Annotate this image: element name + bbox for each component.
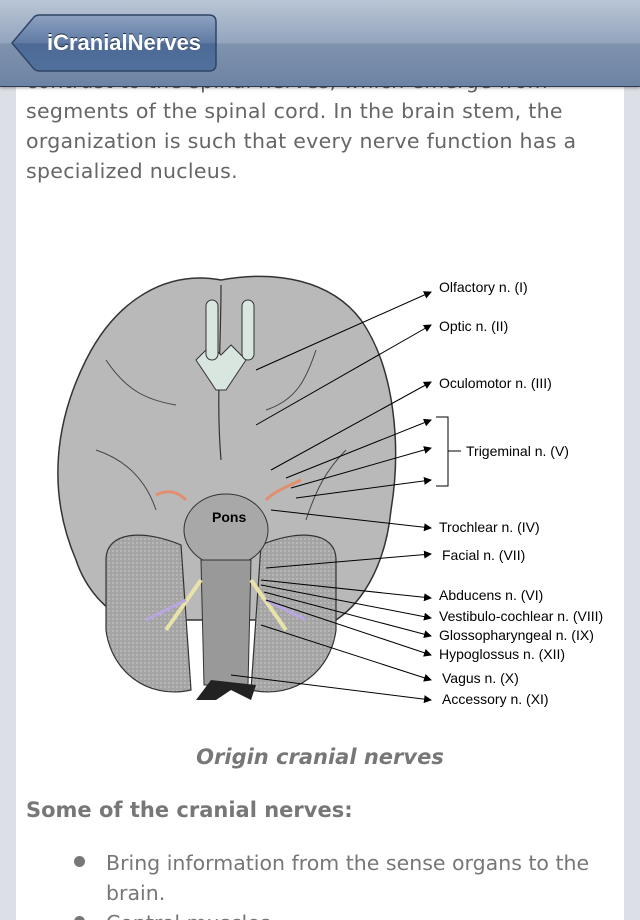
label-abducens: Abducens n. (VI) [439, 587, 543, 603]
back-button[interactable]: iCranialNerves [10, 14, 217, 72]
label-facial: Facial n. (VII) [442, 547, 525, 563]
back-button-shape [11, 14, 217, 72]
leader-lines [230, 291, 432, 704]
pons-label: Pons [212, 509, 246, 525]
label-optic: Optic n. (II) [439, 318, 508, 334]
right-gutter [624, 0, 640, 920]
list-item: Control muscles. [16, 908, 624, 920]
label-trigeminal: Trigeminal n. (V) [466, 443, 569, 459]
cranial-nerves-diagram: Pons Olfactory n. (I) Optic n. (II) Ocul… [57, 275, 603, 707]
paragraph-text: segments of the spinal cord. In the brai… [26, 99, 577, 183]
bullet-list: Bring information from the sense organs … [16, 848, 624, 920]
label-vestibulo: Vestibulo-cochlear n. (VIII) [439, 608, 603, 624]
trigeminal-bracket [436, 416, 461, 487]
label-accessory: Accessory n. (XI) [442, 691, 549, 707]
list-item: Bring information from the sense organs … [16, 848, 624, 908]
back-button-label: iCranialNerves [46, 30, 202, 55]
left-gutter [0, 0, 16, 920]
bullet-dot [74, 856, 85, 867]
article-scroll-view[interactable]: contrast to the spinal nerves, which eme… [16, 0, 624, 920]
label-olfactory: Olfactory n. (I) [439, 279, 528, 295]
label-trochlear: Trochlear n. (IV) [439, 519, 540, 535]
label-hypoglossus: Hypoglossus n. (XII) [439, 646, 565, 662]
label-oculomotor: Oculomotor n. (III) [439, 375, 552, 391]
label-glossopharyngeal: Glossopharyngeal n. (IX) [439, 627, 594, 643]
section-heading: Some of the cranial nerves: [26, 798, 353, 822]
figure-caption: Origin cranial nerves [196, 745, 444, 769]
bullet-dot [74, 916, 85, 920]
brain-illustration [57, 275, 397, 700]
label-vagus: Vagus n. (X) [442, 670, 519, 686]
navigation-bar: iCranialNerves [0, 0, 640, 87]
